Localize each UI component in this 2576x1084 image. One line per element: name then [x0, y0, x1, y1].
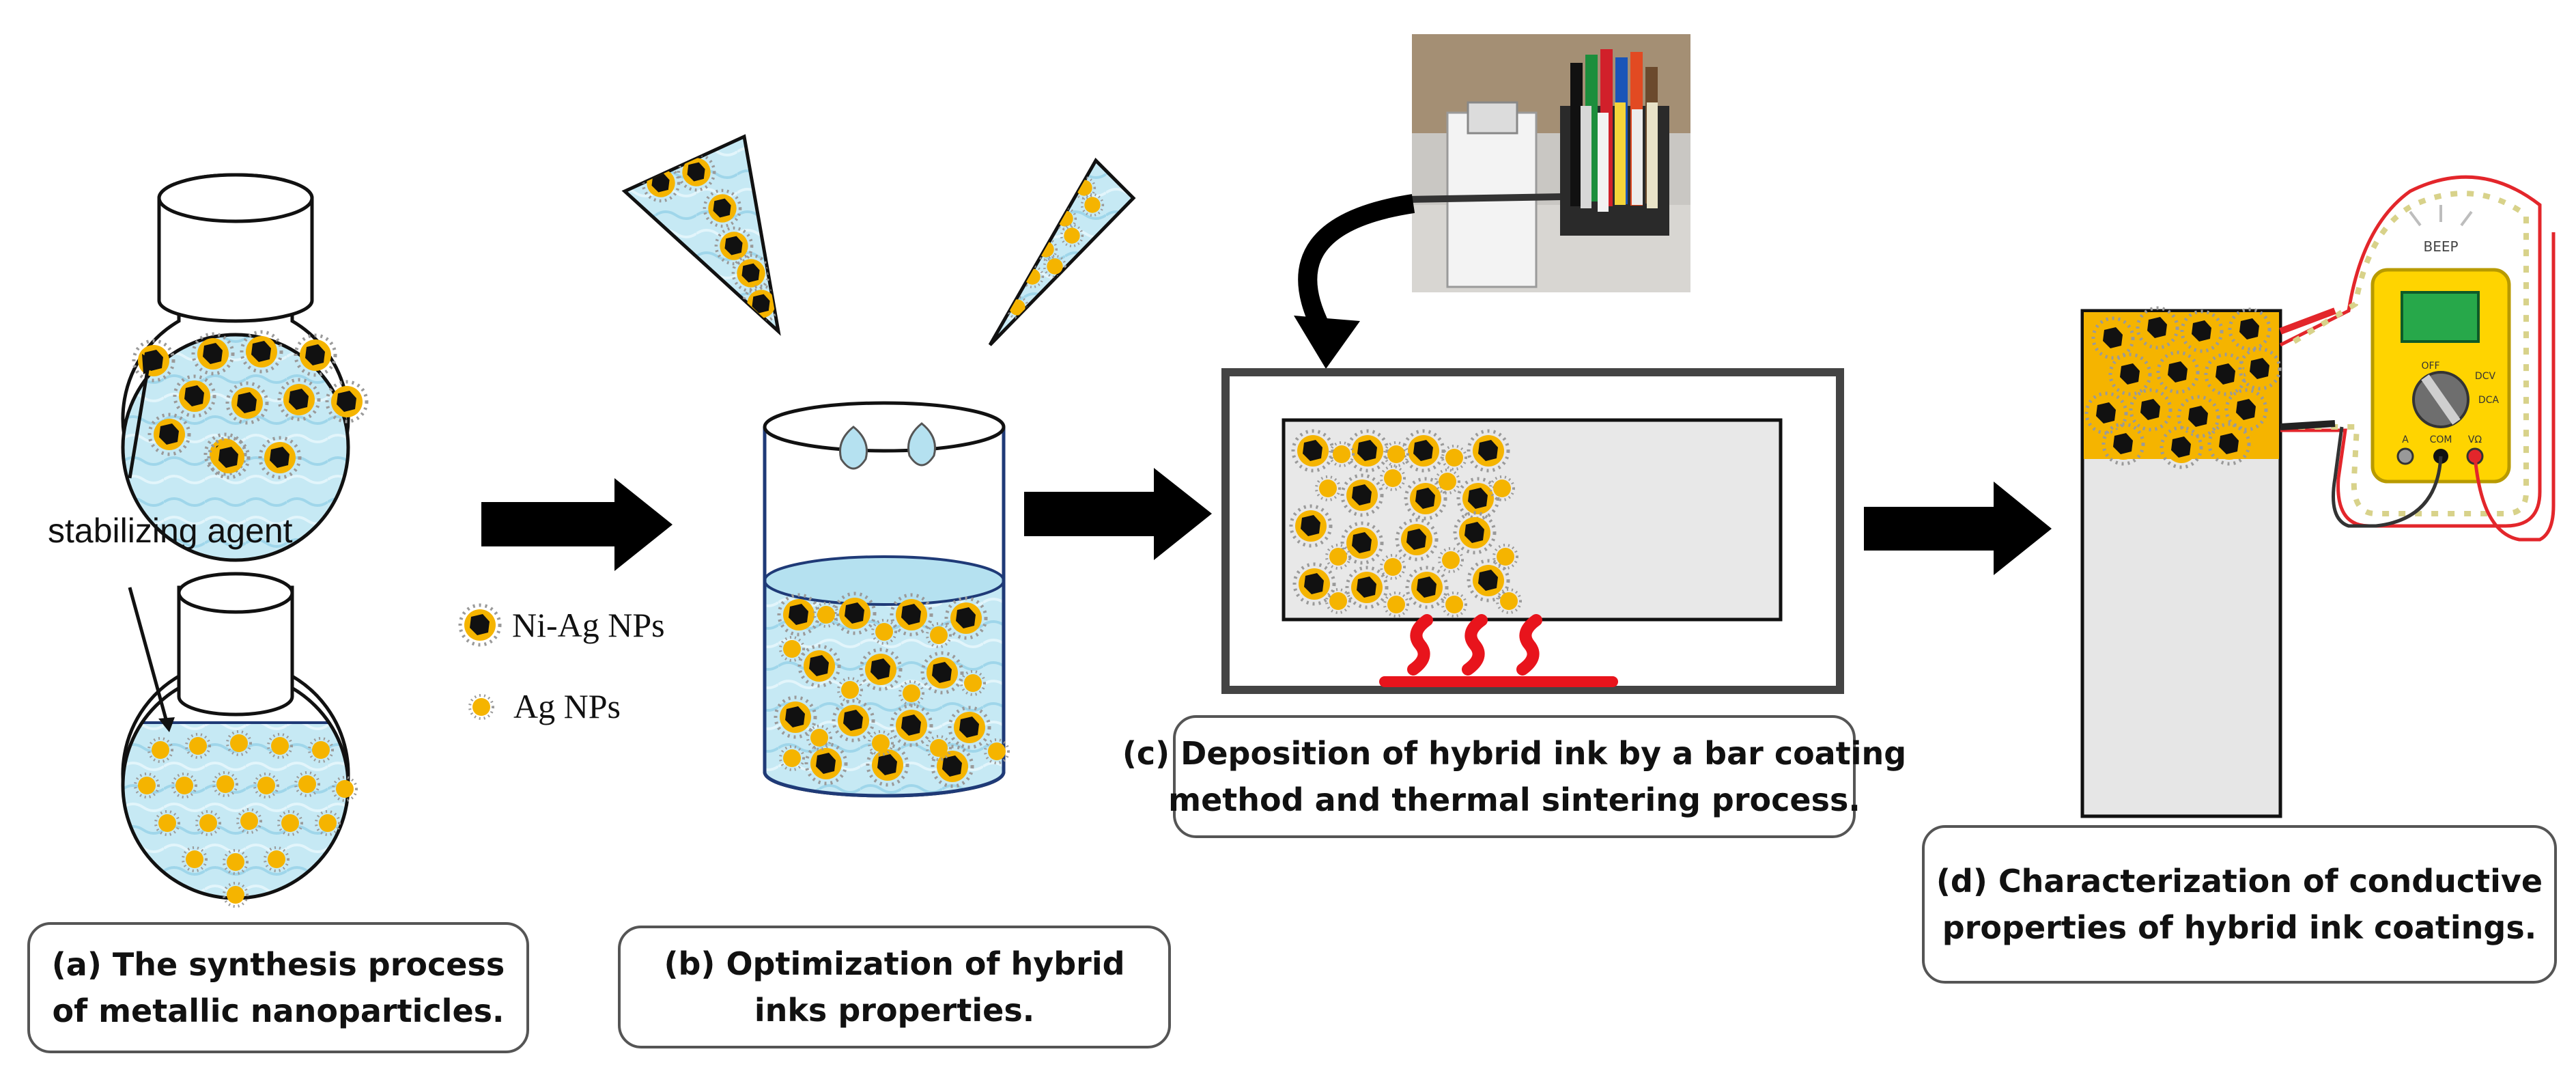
legend-ag-icon [468, 694, 494, 720]
arrow-c-to-d [1864, 482, 2052, 575]
oven [1221, 368, 1844, 694]
stabilizing-agent-arrows [128, 354, 175, 732]
falling-drops [839, 422, 936, 470]
caption-b-line-1: (b) Optimization of hybrid [664, 945, 1125, 982]
flask-bottom [121, 572, 358, 908]
pipette-left [621, 134, 781, 336]
beep-rays [2409, 205, 2473, 227]
arrow-b-to-c [1024, 468, 1212, 560]
meter-a-label: A [2402, 434, 2409, 445]
multimeter-circuit: BEEP OFF DCV DCA A COM VΩ [2279, 175, 2556, 542]
caption-b: (b) Optimization of hybrid inks properti… [618, 926, 1171, 1048]
legend-ni-ag-icon [460, 605, 500, 645]
meter-vo-label: VΩ [2468, 434, 2482, 445]
caption-a: (a) The synthesis process of metallic na… [27, 922, 529, 1053]
meter-dcv-label: DCV [2475, 371, 2496, 382]
meter-off-label: OFF [2421, 361, 2439, 372]
coated-strip [2080, 308, 2282, 818]
curved-arrow [1294, 194, 1415, 369]
flask-top [121, 173, 367, 562]
caption-c: (c) Deposition of hybrid ink by a bar co… [1122, 715, 1906, 838]
caption-a-line-1: (a) The synthesis process [51, 946, 505, 983]
legend-ag-label: Ag NPs [513, 687, 621, 725]
stabilizing-agent-label: stabilizing agent [48, 512, 293, 550]
beaker [763, 401, 1010, 798]
pipette-right [988, 157, 1136, 346]
caption-b-line-2: inks properties. [754, 992, 1035, 1029]
caption-d: (d) Characterization of conductive prope… [1922, 825, 2557, 984]
bar-coater-photo [1406, 34, 1690, 292]
arrow-a-to-b [481, 478, 673, 571]
caption-a-line-2: of metallic nanoparticles. [52, 992, 505, 1029]
meter-dca-label: DCA [2478, 395, 2500, 406]
caption-c-line-1: (c) Deposition of hybrid ink by a bar co… [1122, 735, 1907, 772]
caption-d-line-1: (d) Characterization of conductive [1936, 863, 2543, 900]
heater-icon [1379, 614, 1618, 687]
legend-ni-ag-label: Ni-Ag NPs [512, 606, 665, 644]
beep-label: BEEP [2423, 238, 2458, 255]
caption-c-line-2: method and thermal sintering process. [1168, 781, 1860, 818]
meter-com-label: COM [2430, 434, 2452, 445]
caption-d-line-2: properties of hybrid ink coatings. [1942, 909, 2537, 946]
